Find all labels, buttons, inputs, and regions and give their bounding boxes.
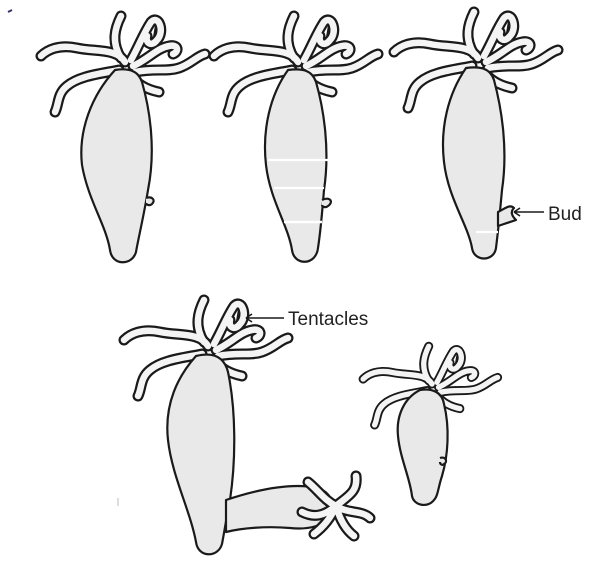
corner-mark: [8, 10, 12, 12]
hydra-stage-2: [214, 16, 378, 262]
hydra-stage-4: [124, 300, 370, 554]
hydra-detached-young: [363, 346, 497, 505]
label-tentacles: Tentacles: [288, 309, 368, 330]
hydra-stage-1: [41, 16, 205, 262]
label-bud: Bud: [548, 204, 582, 225]
hydra-stage-3: [394, 12, 558, 259]
